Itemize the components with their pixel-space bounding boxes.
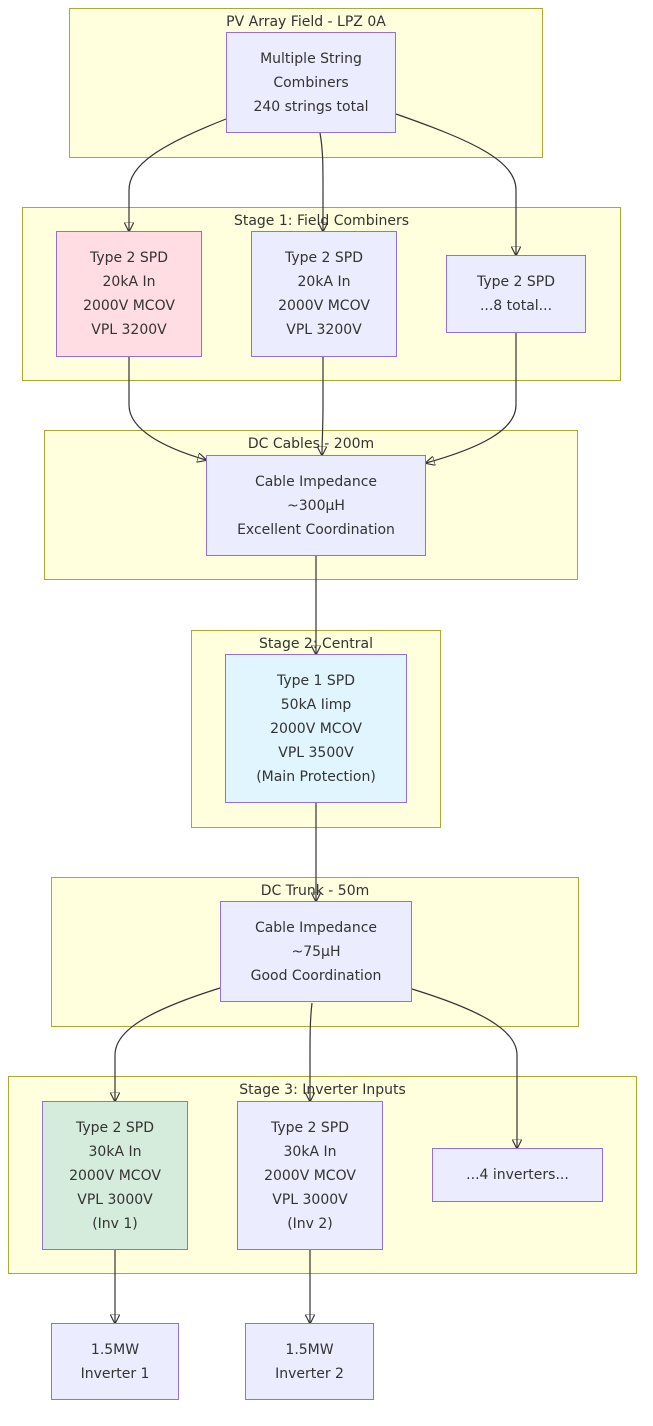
node-line: 2000V MCOV <box>270 720 362 737</box>
node-spd-field-2[interactable]: Type 2 SPD 20kA In 2000V MCOV VPL 3200V <box>251 231 397 357</box>
node-line: 50kA Iimp <box>280 696 352 713</box>
cluster-title: PV Array Field - LPZ 0A <box>226 14 386 30</box>
node-line: (Inv 2) <box>287 1215 333 1232</box>
cluster-title: Stage 3: Inverter Inputs <box>239 1082 406 1098</box>
node-line: Inverter 1 <box>80 1365 150 1382</box>
node-line: ...8 total... <box>479 298 553 314</box>
node-line: (Main Protection) <box>256 768 376 785</box>
node-line: 20kA In <box>297 274 351 290</box>
node-line: 1.5MW <box>90 1341 140 1358</box>
node-line: 30kA In <box>88 1143 142 1160</box>
node-line: VPL 3000V <box>272 1191 348 1208</box>
node-line: Excellent Coordination <box>237 521 395 538</box>
node-line: 20kA In <box>102 274 156 290</box>
node-line: Multiple String <box>260 50 362 67</box>
node-inverter-1[interactable]: 1.5MW Inverter 1 <box>51 1323 179 1400</box>
node-line: Type 1 SPD <box>276 672 356 689</box>
node-string-combiners[interactable]: Multiple String Combiners 240 strings to… <box>226 32 396 133</box>
node-spd-central[interactable]: Type 1 SPD 50kA Iimp 2000V MCOV VPL 3500… <box>225 654 407 803</box>
node-line: VPL 3500V <box>278 744 354 761</box>
node-cable-impedance-200m[interactable]: Cable Impedance ~300μH Excellent Coordin… <box>206 455 426 556</box>
node-line: 2000V MCOV <box>278 298 370 314</box>
node-line: Type 2 SPD <box>270 1119 350 1136</box>
node-line: Combiners <box>273 74 349 91</box>
node-spd-field-1[interactable]: Type 2 SPD 20kA In 2000V MCOV VPL 3200V <box>56 231 202 357</box>
node-line: 1.5MW <box>285 1341 334 1358</box>
node-more-inverters[interactable]: ...4 inverters... <box>432 1148 603 1202</box>
node-line: Type 2 SPD <box>75 1119 155 1136</box>
node-line: Good Coordination <box>250 967 382 984</box>
node-line: VPL 3200V <box>286 322 362 338</box>
node-line: Cable Impedance <box>254 473 378 490</box>
node-line: ~300μH <box>287 497 345 514</box>
node-line: Cable Impedance <box>254 919 378 936</box>
node-line: Type 2 SPD <box>284 250 364 266</box>
node-line: Type 2 SPD <box>476 274 556 290</box>
cluster-title: DC Trunk - 50m <box>260 883 370 899</box>
node-spd-inverter-1[interactable]: Type 2 SPD 30kA In 2000V MCOV VPL 3000V … <box>42 1101 188 1250</box>
cluster-title: Stage 1: Field Combiners <box>233 213 410 229</box>
node-line: 2000V MCOV <box>83 298 175 314</box>
node-spd-field-more[interactable]: Type 2 SPD ...8 total... <box>446 255 586 333</box>
node-line: 2000V MCOV <box>69 1167 161 1184</box>
node-line: 240 strings total <box>253 98 369 115</box>
cluster-title: Stage 2: Central <box>259 636 373 652</box>
node-line: (Inv 1) <box>92 1215 138 1232</box>
node-line: Type 2 SPD <box>89 250 169 266</box>
node-line: 30kA In <box>283 1143 337 1160</box>
node-line: ~75μH <box>291 943 341 960</box>
node-line: Inverter 2 <box>275 1365 344 1382</box>
node-line: ...4 inverters... <box>466 1167 569 1183</box>
node-inverter-2[interactable]: 1.5MW Inverter 2 <box>245 1323 374 1400</box>
node-line: VPL 3200V <box>91 322 167 338</box>
node-line: 2000V MCOV <box>264 1167 356 1184</box>
node-spd-inverter-2[interactable]: Type 2 SPD 30kA In 2000V MCOV VPL 3000V … <box>237 1101 383 1250</box>
node-cable-impedance-50m[interactable]: Cable Impedance ~75μH Good Coordination <box>220 901 412 1002</box>
cluster-title: DC Cables - 200m <box>247 436 375 452</box>
node-line: VPL 3000V <box>77 1191 153 1208</box>
